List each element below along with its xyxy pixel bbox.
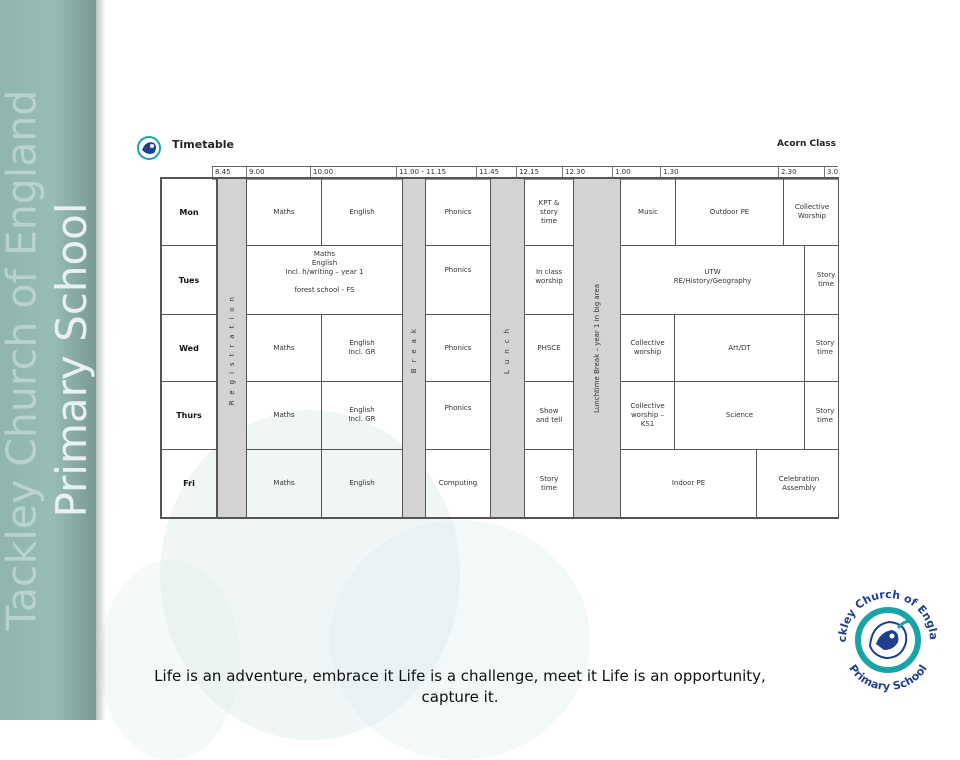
time-tick: 10.00 [310,167,333,179]
day-label: Tues [161,245,217,315]
day-label: Mon [161,178,217,246]
lesson-text: Collective worship – KS1 [630,402,665,428]
lesson-line: forest school - FS [294,286,355,294]
sidebar-school-name: Tackley Church of England [0,89,46,631]
lesson-text: Story time [816,271,836,288]
lesson-cell: Show and tell [524,381,574,450]
lesson-cell: Maths [246,314,322,382]
lesson-cell: Collective Worship [783,178,839,246]
school-logo-icon: Tackley Church of England Primary School [828,580,940,693]
logo-ring-bottom-text: Primary School [846,662,930,693]
lesson-cell: Maths [246,178,322,246]
lesson-cell: Collective worship [620,314,675,382]
time-tick: 11.45 [476,167,499,179]
lesson-cell: Collective worship – KS1 [620,381,675,450]
lesson-cell: PHSCE [524,314,574,382]
break-label: Break [409,322,418,374]
lesson-line: English [311,259,338,267]
sidebar-school-type: Primary School [47,202,96,518]
lesson-cell: Celebration Assembly [756,449,839,518]
lesson-cell: Phonics [425,178,491,246]
lesson-cell: UTW RE/History/Geography [620,245,805,315]
lesson-cell: English [321,449,403,518]
lesson-cell: Art/DT [674,314,805,382]
time-tick: 9.00 [246,167,265,179]
lesson-line: RE/History/Geography [673,277,752,285]
lunchtime-break-column: Lunchtime Break – year 1 in big area [573,178,621,518]
lesson-cell: Maths [246,449,322,518]
lesson-text: Celebration Assembly [778,474,820,492]
lesson-cell: Outdoor PE [675,178,784,246]
lesson-text: Collective worship [630,339,665,356]
time-tick: 1.30 [660,167,679,179]
time-tick: 1.00 [612,167,631,179]
watermark-shape [100,560,240,760]
registration-label: Registration [227,290,236,406]
lesson-cell: Maths [246,381,322,450]
lesson-line: UTW [704,268,721,276]
lesson-cell: Music [620,178,676,246]
day-label: Wed [161,314,217,382]
lesson-cell: Phonics [425,381,491,450]
lunchtime-break-label: Lunchtime Break – year 1 in big area [592,283,601,413]
time-tick: 12.15 [516,167,539,179]
lesson-cell: English Incl. GR [321,314,403,382]
timetable-grid: Mon Tues Wed Thurs Fri Registration Math… [160,177,839,519]
lesson-line: Maths [313,250,336,258]
lesson-cell: Science [674,381,805,450]
day-label: Fri [161,449,217,518]
time-tick: 3.0 [824,167,838,179]
sidebar-banner: Tackley Church of England Primary School [0,0,96,720]
lesson-text: Phonics [444,404,472,412]
lesson-cell: Maths English Incl. h/writing – year 1 f… [246,245,403,315]
time-bar: 8.45 9.00 10.00 11.00 - 11.15 11.45 12.1… [212,166,838,180]
time-tick: 2.30 [778,167,797,179]
lesson-text: Story time [815,339,835,356]
lesson-cell: Phonics [425,245,491,315]
small-school-logo-icon [137,136,161,160]
lesson-text: In class worship [535,268,563,285]
lesson-cell: In class worship [524,245,574,315]
lesson-cell: Indoor PE [620,449,757,518]
lesson-cell: Phonics [425,314,491,382]
lesson-cell: KPT & story time [524,178,574,246]
lesson-text: Story time [815,406,835,424]
svg-text:Primary School: Primary School [846,662,930,693]
timetable-title: Timetable [172,138,234,151]
time-tick: 11.00 - 11.15 [396,167,446,179]
day-label: Thurs [161,381,217,450]
lunch-label: Lunch [503,322,511,374]
lesson-text: English Incl. GR [348,339,376,356]
lesson-cell: Story time [524,449,574,518]
break-column: Break [402,178,426,518]
registration-column: Registration [217,178,247,518]
lesson-text: English Incl. GR [348,406,376,423]
school-motto: Life is an adventure, embrace it Life is… [154,667,766,706]
class-name: Acorn Class [777,139,836,149]
lesson-line: Incl. h/writing – year 1 [285,268,364,276]
lesson-cell: Story time [804,381,839,450]
lesson-cell: Story time [804,314,839,382]
lesson-text: Collective Worship [794,203,830,220]
lesson-cell: Story time [804,245,839,315]
lesson-text: Show and tell [535,406,563,424]
time-tick: 8.45 [212,167,231,179]
time-tick: 12.30 [562,167,585,179]
lunch-column: Lunch [490,178,525,518]
lesson-cell: Computing [425,449,491,518]
watermark-shape [330,520,590,760]
lesson-text: Story time [539,474,559,492]
sidebar-shadow [96,0,106,720]
lesson-cell: English [321,178,403,246]
lesson-cell: English Incl. GR [321,381,403,450]
timetable-header: Timetable Acorn Class [136,134,840,166]
lesson-text: KPT & story time [538,198,560,225]
lesson-text: Phonics [444,266,472,274]
